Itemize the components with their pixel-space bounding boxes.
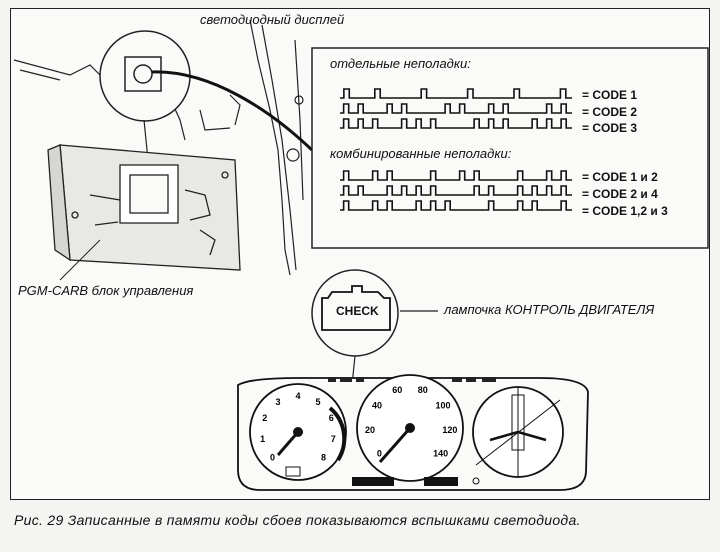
combined-code-3: = CODE 1,2 и 3 xyxy=(582,204,668,218)
combined-faults-label: комбинированные неполадки: xyxy=(330,146,512,161)
tach-tick-label: 3 xyxy=(275,397,280,407)
tach-tick-label: 6 xyxy=(329,413,334,423)
tach-tick-label: 8 xyxy=(321,452,326,462)
speed-tick-label: 80 xyxy=(418,385,428,395)
tach-tick-label: 0 xyxy=(270,452,275,462)
control-unit-label: PGM-CARB блок управления xyxy=(18,283,194,298)
separate-code-2: = CODE 2 xyxy=(582,105,638,119)
pgm-carb-control-unit xyxy=(47,144,241,281)
tach-tick-label: 7 xyxy=(331,434,336,444)
waveform-row-3 xyxy=(340,118,572,129)
warning-lamp-column xyxy=(511,394,525,451)
separate-code-1: = CODE 1 xyxy=(582,88,638,102)
speed-tick-label: 100 xyxy=(436,400,451,410)
speed-tick-label: 20 xyxy=(365,425,375,435)
waveform-row-1 xyxy=(340,88,572,99)
speed-tick-label: 120 xyxy=(442,425,457,435)
trip-meter xyxy=(424,477,458,486)
tach-tick-label: 2 xyxy=(262,413,267,423)
speed-tick-label: 140 xyxy=(433,449,448,459)
blink-waveforms xyxy=(340,88,572,211)
separate-code-3: = CODE 3 xyxy=(582,121,638,135)
combined-code-2: = CODE 2 и 4 xyxy=(582,187,658,201)
figure-caption: Рис. 29 Записанные в памяти коды сбоев п… xyxy=(14,512,581,528)
speed-tick-label: 0 xyxy=(377,449,382,459)
tach-needle xyxy=(276,431,300,456)
led-display-label: светодиодный дисплей xyxy=(200,12,345,27)
separate-faults-label: отдельные неполадки: xyxy=(330,56,471,71)
speed-needle xyxy=(378,427,412,463)
code-panel xyxy=(311,47,709,249)
odometer xyxy=(352,477,394,486)
waveform-row-5 xyxy=(340,185,572,196)
speed-tick-label: 60 xyxy=(392,385,402,395)
engine-lamp-label: лампочка КОНТРОЛЬ ДВИГАТЕЛЯ xyxy=(444,302,655,317)
led-callout xyxy=(99,30,314,161)
tach-redline xyxy=(328,406,347,462)
tach-tick-label: 5 xyxy=(315,397,320,407)
check-lamp-text: CHECK xyxy=(336,304,379,318)
check-lamp-callout xyxy=(311,269,438,386)
speed-tick-label: 40 xyxy=(372,400,382,410)
tach-tick-label: 4 xyxy=(295,391,300,401)
combined-code-1: = CODE 1 и 2 xyxy=(582,170,658,184)
waveform-row-2 xyxy=(340,103,572,114)
waveform-row-4 xyxy=(340,170,572,181)
tach-tick-label: 1 xyxy=(260,434,265,444)
waveform-row-6 xyxy=(340,200,572,211)
